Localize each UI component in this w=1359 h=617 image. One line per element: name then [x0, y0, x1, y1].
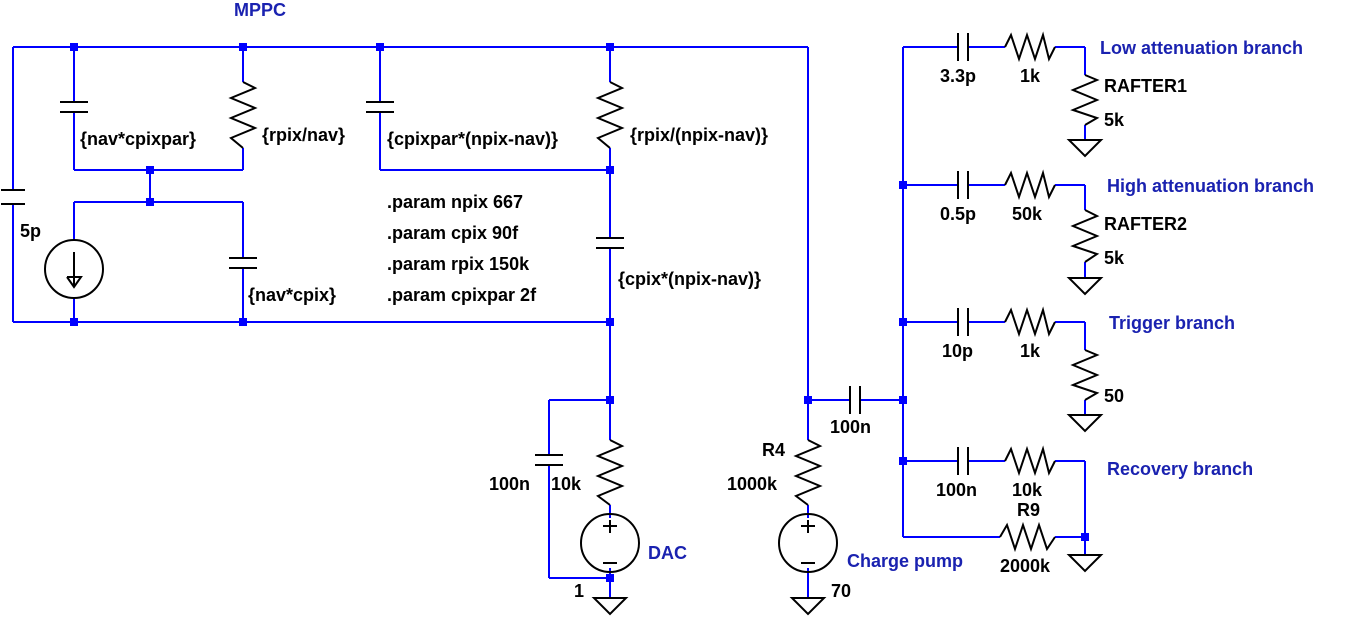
resistor-r9 — [999, 521, 1056, 553]
param-cpix: .param cpix 90f — [387, 223, 519, 243]
trigger-branch-label: Trigger branch — [1109, 313, 1235, 333]
param-rpix: .param rpix 150k — [387, 254, 530, 274]
capacitor-5p — [1, 189, 25, 205]
low-branch-label: Low attenuation branch — [1100, 38, 1303, 58]
capacitor-recovery-100n — [957, 447, 969, 475]
ground-symbol-low — [1066, 139, 1104, 158]
trig-cap-label: 10p — [942, 341, 973, 361]
r4-value-label: 1000k — [727, 474, 778, 494]
rpix-npix-label: {rpix/(npix-nav)} — [630, 125, 768, 145]
rafter2-label: RAFTER2 — [1104, 214, 1187, 234]
resistor-rafter2 — [1070, 209, 1100, 263]
capacitor-coupling-100n — [849, 386, 861, 414]
charge-pump-label: Charge pump — [847, 551, 963, 571]
resistor-rpix-npix — [595, 81, 625, 149]
capacitor-high-0p5 — [957, 171, 969, 199]
trig-res-label: 1k — [1020, 341, 1041, 361]
nav-cpix-label: {nav*cpix} — [248, 285, 336, 305]
rpix-nav-label: {rpix/nav} — [262, 125, 345, 145]
capacitor-dac-100n — [535, 454, 563, 466]
rafter1-value-label: 5k — [1104, 110, 1125, 130]
wires — [12, 46, 1086, 598]
resistor-rafter1 — [1070, 74, 1100, 126]
rec-cap-label: 100n — [936, 480, 977, 500]
dac-cap-label: 100n — [489, 474, 530, 494]
nav-cpixpar-label: {nav*cpixpar} — [80, 129, 196, 149]
resistor-dac-10k — [595, 439, 625, 506]
rafter2-value-label: 5k — [1104, 248, 1125, 268]
charge-pump-value-label: 70 — [831, 581, 851, 601]
low-cap-label: 3.3p — [940, 66, 976, 86]
r9-name-label: R9 — [1017, 500, 1040, 520]
ground-symbol-charge-pump — [789, 597, 827, 616]
param-cpixpar: .param cpixpar 2f — [387, 285, 537, 305]
coupling-cap-label: 100n — [830, 417, 871, 437]
param-npix: .param npix 667 — [387, 192, 523, 212]
ground-symbol-high — [1066, 277, 1104, 296]
high-branch-label: High attenuation branch — [1107, 176, 1314, 196]
ground-symbol-recovery — [1066, 554, 1104, 573]
resistor-low-1k — [1004, 31, 1056, 63]
resistor-recovery-10k — [1004, 445, 1056, 477]
mppc-label: MPPC — [234, 0, 286, 20]
capacitor-low-3p3 — [957, 33, 969, 61]
capacitor-cpixpar-npix — [366, 101, 394, 113]
ground-symbol-trigger — [1066, 414, 1104, 433]
capacitor-nav-cpix — [229, 257, 257, 269]
resistor-rpix-nav — [228, 81, 258, 149]
capacitor-trigger-10p — [957, 308, 969, 336]
cap-5p-label: 5p — [20, 221, 41, 241]
resistor-high-50k — [1004, 169, 1056, 201]
voltage-source-charge-pump — [778, 513, 838, 573]
rec-res-label: 10k — [1012, 480, 1043, 500]
ground-symbol-dac — [591, 597, 629, 616]
high-res-label: 50k — [1012, 204, 1043, 224]
labels: MPPC 5p {nav*cpixpar} {rpix/nav} {cpixpa… — [20, 0, 1314, 601]
components — [1, 31, 1104, 616]
junctions — [70, 43, 1089, 582]
current-source — [44, 239, 104, 299]
dac-res-label: 10k — [551, 474, 582, 494]
trig-load-label: 50 — [1104, 386, 1124, 406]
r4-name-label: R4 — [762, 440, 785, 460]
cpix-npix-label: {cpix*(npix-nav)} — [618, 269, 761, 289]
recovery-branch-label: Recovery branch — [1107, 459, 1253, 479]
resistor-trigger-1k — [1004, 306, 1056, 338]
high-cap-label: 0.5p — [940, 204, 976, 224]
dac-label: DAC — [648, 543, 687, 563]
capacitor-cpix-npix — [596, 237, 624, 249]
cpixpar-npix-label: {cpixpar*(npix-nav)} — [387, 129, 558, 149]
resistor-trigger-load — [1070, 349, 1100, 401]
dac-value-label: 1 — [574, 581, 584, 601]
r9-value-label: 2000k — [1000, 556, 1051, 576]
low-res-label: 1k — [1020, 66, 1041, 86]
resistor-r4 — [793, 439, 823, 506]
voltage-source-dac — [580, 513, 640, 573]
rafter1-label: RAFTER1 — [1104, 76, 1187, 96]
capacitor-nav-cpixpar — [60, 101, 88, 113]
